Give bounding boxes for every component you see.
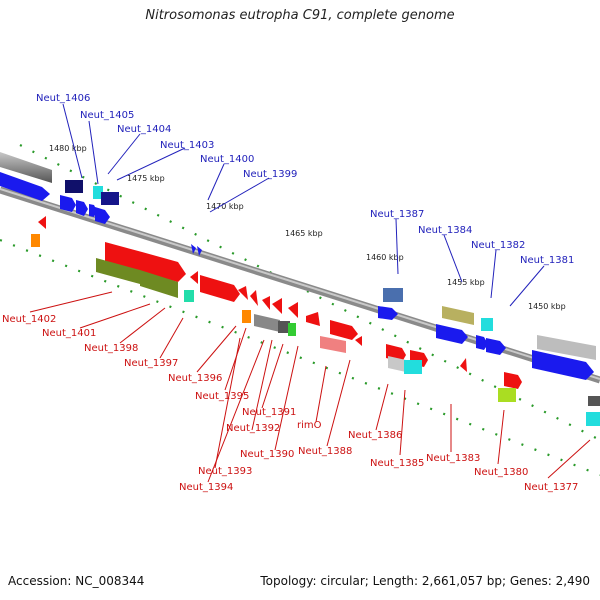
gene-neut-1405[interactable]: [93, 186, 103, 199]
label-neut-1397: Neut_1397: [124, 358, 178, 369]
gene-neut-1380[interactable]: [498, 388, 516, 402]
gene-blue-g[interactable]: [476, 335, 488, 350]
gene-gray-right[interactable]: [537, 335, 596, 360]
gene-green-mid[interactable]: [288, 323, 296, 336]
label-neut-1394: Neut_1394: [179, 482, 233, 493]
label-neut-1385: Neut_1385: [370, 458, 424, 469]
gene-neut-1385[interactable]: [404, 360, 422, 374]
gene-orange-mid[interactable]: [242, 310, 251, 323]
gene-red-small-8[interactable]: [306, 312, 320, 326]
kbp-1475: 1475 kbp: [127, 174, 165, 183]
label-neut-1405: Neut_1405: [80, 110, 134, 121]
label-neut-1393: Neut_1393: [198, 466, 252, 477]
kbp-1455: 1455 kbp: [447, 278, 485, 287]
label-neut-1381: Neut_1381: [520, 255, 574, 266]
gene-orange-left[interactable]: [31, 234, 40, 247]
gene-olive-1[interactable]: [96, 258, 140, 284]
gene-red-right-3[interactable]: [460, 358, 467, 372]
gene-blue-d[interactable]: [95, 207, 110, 224]
label-neut-1391: Neut_1391: [242, 407, 296, 418]
gene-red-large-3[interactable]: [200, 275, 240, 302]
bottom-gene-labels: Neut_1402 Neut_1401 Neut_1398 Neut_1397 …: [2, 314, 578, 493]
kbp-1460: 1460 kbp: [366, 253, 404, 262]
gene-gray-large[interactable]: [0, 152, 52, 183]
label-neut-1377: Neut_1377: [524, 482, 578, 493]
tick-row-inner: [0, 238, 600, 477]
label-neut-1387: Neut_1387: [370, 209, 424, 220]
gene-blue-right-large[interactable]: [532, 350, 594, 380]
label-neut-1390: Neut_1390: [240, 449, 294, 460]
label-neut-1386: Neut_1386: [348, 430, 402, 441]
gene-neut-1384[interactable]: [442, 306, 474, 325]
gene-gray-far-right[interactable]: [588, 396, 600, 406]
gene-red-small-left[interactable]: [38, 216, 46, 229]
label-neut-1382: Neut_1382: [471, 240, 525, 251]
label-neut-1399: Neut_1399: [243, 169, 297, 180]
kbp-1450: 1450 kbp: [528, 302, 566, 311]
gene-blue-b[interactable]: [76, 200, 88, 216]
gene-blue-large[interactable]: [0, 172, 50, 201]
label-neut-1388: Neut_1388: [298, 446, 352, 457]
gene-olive-2[interactable]: [140, 270, 178, 298]
label-rimO: rimO: [297, 420, 322, 431]
accession-text: Accession: NC_008344: [8, 574, 145, 588]
label-neut-1396: Neut_1396: [168, 373, 222, 384]
gene-neut-1387[interactable]: [383, 288, 403, 302]
bottom-leader-lines: [29, 291, 591, 483]
label-neut-1404: Neut_1404: [117, 124, 171, 135]
label-neut-1406: Neut_1406: [36, 93, 90, 104]
gene-cyan-far-right[interactable]: [586, 412, 600, 426]
gene-silver-right[interactable]: [388, 356, 406, 372]
gene-blue-f[interactable]: [436, 324, 468, 344]
gene-red-small-5[interactable]: [262, 296, 270, 310]
gene-red-right-4[interactable]: [504, 372, 522, 389]
gene-red-small-9[interactable]: [355, 336, 362, 346]
gene-neut-1406[interactable]: [65, 180, 83, 193]
label-neut-1398: Neut_1398: [84, 343, 138, 354]
gene-red-large-4[interactable]: [330, 320, 358, 340]
label-neut-1400: Neut_1400: [200, 154, 254, 165]
top-gene-labels: Neut_1406 Neut_1405 Neut_1404 Neut_1403 …: [36, 93, 574, 266]
gene-blue-a[interactable]: [60, 195, 76, 212]
label-neut-1383: Neut_1383: [426, 453, 480, 464]
kbp-1470: 1470 kbp: [206, 202, 244, 211]
label-neut-1392: Neut_1392: [226, 423, 280, 434]
label-neut-1395: Neut_1395: [195, 391, 249, 402]
map-title: Nitrosomonas eutropha C91, complete geno…: [145, 8, 455, 23]
kbp-labels: 1480 kbp 1475 kbp 1470 kbp 1465 kbp 1460…: [49, 144, 566, 311]
gene-pink-large[interactable]: [320, 336, 346, 353]
label-neut-1403: Neut_1403: [160, 140, 214, 151]
label-neut-1402: Neut_1402: [2, 314, 56, 325]
gene-red-small-4[interactable]: [250, 290, 258, 306]
gene-gray-mid[interactable]: [254, 314, 280, 332]
label-neut-1401: Neut_1401: [42, 328, 96, 339]
gene-mint[interactable]: [184, 290, 194, 302]
gene-red-small-7[interactable]: [288, 302, 298, 318]
gene-red-small-2[interactable]: [190, 271, 198, 284]
top-leader-lines: [62, 103, 545, 307]
gene-neut-1404[interactable]: [101, 192, 119, 205]
genome-summary: Topology: circular; Length: 2,661,057 bp…: [260, 574, 590, 588]
gene-blue-small-2[interactable]: [197, 246, 202, 256]
kbp-1480: 1480 kbp: [49, 144, 87, 153]
gene-red-small-3[interactable]: [238, 286, 248, 300]
gene-neut-1382[interactable]: [481, 318, 493, 331]
gene-darkgray-mid[interactable]: [278, 321, 290, 333]
gene-blue-h[interactable]: [486, 338, 506, 355]
gene-red-small-6[interactable]: [272, 298, 282, 314]
gene-blue-small-1[interactable]: [191, 244, 196, 254]
kbp-1465: 1465 kbp: [285, 229, 323, 238]
label-neut-1380: Neut_1380: [474, 467, 528, 478]
label-neut-1384: Neut_1384: [418, 225, 472, 236]
gene-blue-e[interactable]: [378, 306, 398, 320]
